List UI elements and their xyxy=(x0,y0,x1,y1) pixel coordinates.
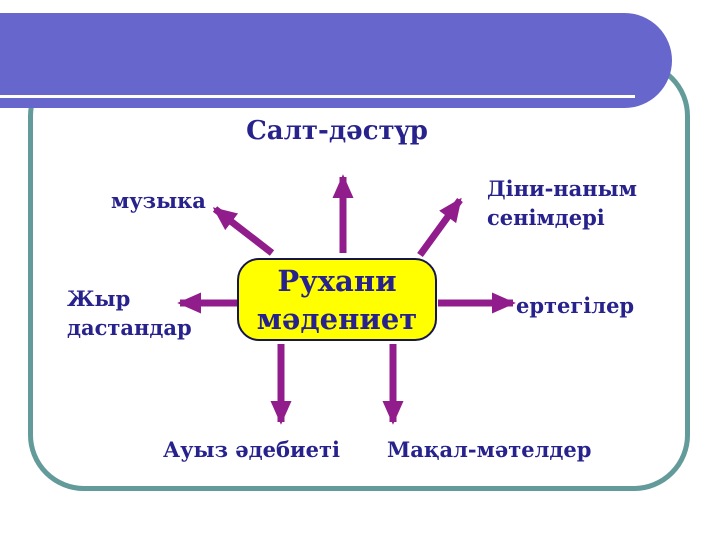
arrow-up-left xyxy=(212,206,275,256)
spoke-label-maqal-mateldar: Мақал-мәтелдер xyxy=(387,437,592,462)
spoke-label-ertegiler: ертегілер xyxy=(516,293,635,318)
diagram-center-node: Рухани мәдениет xyxy=(237,258,437,341)
banner-accent-line xyxy=(0,95,635,98)
spoke-label-zhyr-dastandar: Жыр дастандар xyxy=(67,286,192,340)
spoke-label-auyz-adebieti: Ауыз әдебиеті xyxy=(163,437,340,462)
spoke-label-salt-dastur: Салт-дәстүр xyxy=(246,116,428,146)
spoke-label-dini-nanym: Діни-наным сенімдері xyxy=(487,176,637,230)
spoke-label-muzyka: музыка xyxy=(111,188,206,213)
arrow-up-right xyxy=(417,197,463,258)
title-banner xyxy=(0,13,672,108)
center-node-label: Рухани мәдениет xyxy=(256,263,418,336)
